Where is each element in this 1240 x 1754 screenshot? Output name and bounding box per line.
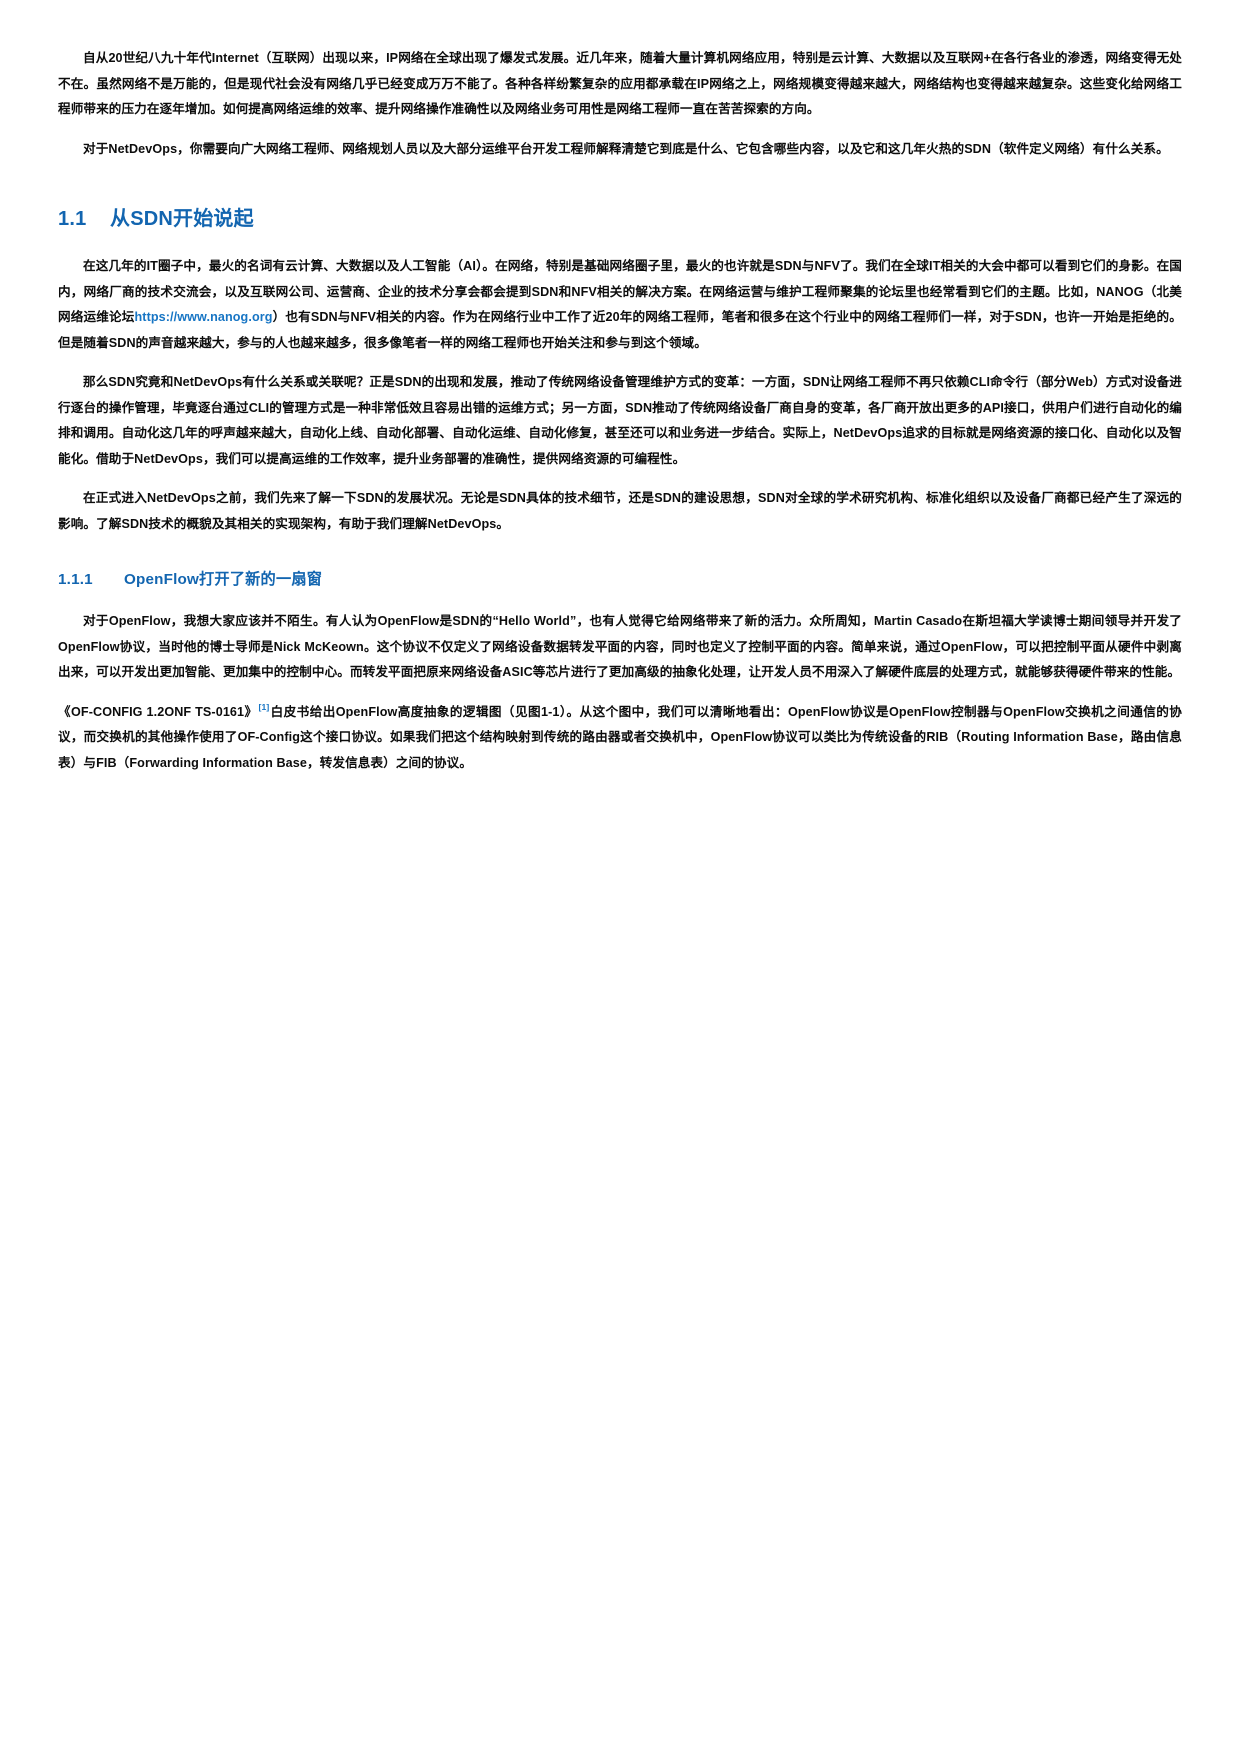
intro-paragraph-2: 对于NetDevOps，你需要向广大网络工程师、网络规划人员以及大部分运维平台开… bbox=[83, 141, 1169, 156]
footnote-reference-icon[interactable]: [1] bbox=[258, 702, 270, 713]
paragraph-text-after-footnote: 白皮书给出OpenFlow高度抽象的逻辑图（见图1-1）。从这个图中，我们可以清… bbox=[58, 704, 1182, 770]
section-number: 1.1 bbox=[58, 208, 87, 230]
paragraph-text-after-link: ）也有SDN与NFV相关的内容。作为在网络行业中工作了近20年的网络工程师，笔者… bbox=[58, 310, 1182, 350]
nanog-link[interactable]: https://www.nanog.org bbox=[134, 310, 273, 324]
subsection-number: 1.1.1 bbox=[58, 571, 93, 588]
subsection-heading-1-1-1: 1.1.1 OpenFlow打开了新的一扇窗 bbox=[58, 569, 1182, 591]
paragraph-text-before-link: 在这几年的IT圈子中，最火的名词有云计算、大数据以及人工智能（AI）。在网络，特… bbox=[58, 259, 1182, 324]
section-1-1-paragraph-1: 在这几年的IT圈子中，最火的名词有云计算、大数据以及人工智能（AI）。在网络，特… bbox=[58, 254, 1182, 356]
document-content: 自从20世纪八九十年代Internet（互联网）出现以来，IP网络在全球出现了爆… bbox=[58, 46, 1182, 776]
section-heading-1-1: 1.1 从SDN开始说起 bbox=[58, 206, 1182, 232]
whitepaper-citation: 《OF-CONFIG 1.2ONF TS-0161》 bbox=[58, 704, 258, 719]
section-1-1-paragraph-2: 那么SDN究竟和NetDevOps有什么关系或关联呢？正是SDN的出现和发展，推… bbox=[58, 375, 1182, 466]
section-title: 从SDN开始说起 bbox=[110, 208, 254, 230]
intro-paragraph-1: 自从20世纪八九十年代Internet（互联网）出现以来，IP网络在全球出现了爆… bbox=[58, 51, 1182, 116]
subsection-1-1-1-paragraph-1: 对于OpenFlow，我想大家应该并不陌生。有人认为OpenFlow是SDN的“… bbox=[58, 614, 1182, 679]
subsection-1-1-1-paragraph-2: 《OF-CONFIG 1.2ONF TS-0161》[1]白皮书给出OpenFl… bbox=[58, 700, 1182, 777]
section-1-1-paragraph-3: 在正式进入NetDevOps之前，我们先来了解一下SDN的发展状况。无论是SDN… bbox=[58, 491, 1182, 531]
subsection-title: OpenFlow打开了新的一扇窗 bbox=[124, 571, 323, 588]
